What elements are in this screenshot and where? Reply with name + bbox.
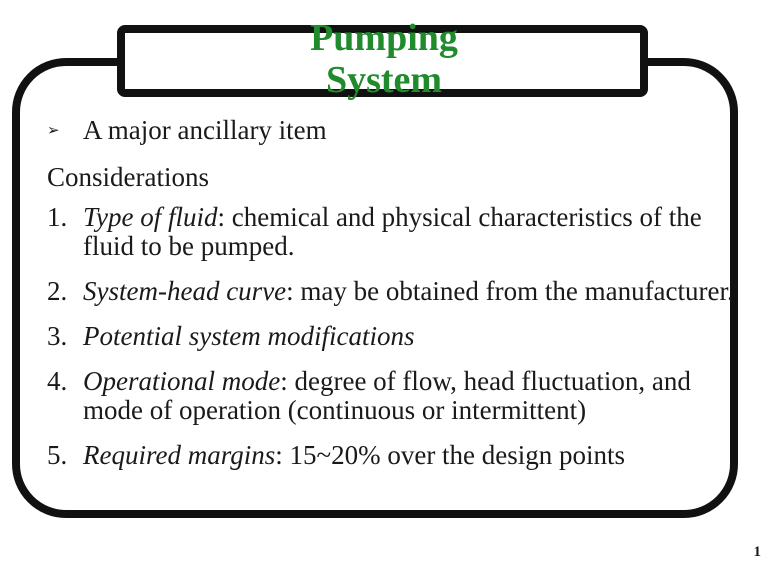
item-text: : degree of flow, head fluctuation, and … bbox=[83, 366, 691, 425]
list-item: 5. Required margins: 15~20% over the desi… bbox=[47, 441, 747, 470]
page-number: 1 bbox=[753, 544, 762, 560]
item-number: 1. bbox=[47, 202, 68, 232]
list-item: 4. Operational mode: degree of flow, head… bbox=[47, 367, 747, 425]
title-line-2: System bbox=[325, 59, 443, 101]
item-term: Required margins bbox=[83, 440, 276, 470]
bullet-item: ➢ A major ancillary item bbox=[47, 113, 327, 150]
list-item: 1. Type of fluid: chemical and physical c… bbox=[47, 203, 747, 261]
list-item: 3. Potential system modifications bbox=[47, 322, 747, 351]
bullet-text: A major ancillary item bbox=[83, 115, 327, 145]
item-number: 3. bbox=[47, 321, 68, 351]
considerations-label: Considerations bbox=[47, 162, 209, 192]
item-number: 2. bbox=[47, 276, 68, 306]
item-text: : 15~20% over the design points bbox=[275, 440, 626, 470]
item-text: : chemical and physical characteristics … bbox=[83, 202, 702, 261]
item-text: : may be obtained from the manufacturer. bbox=[286, 276, 734, 306]
item-term: Type of fluid bbox=[83, 202, 218, 232]
item-term: Operational mode bbox=[83, 366, 281, 396]
arrowhead-bullet-icon: ➢ bbox=[47, 120, 60, 139]
title-box bbox=[117, 25, 648, 97]
list-item: 2. System-head curve: may be obtained fro… bbox=[47, 277, 747, 306]
item-number: 4. bbox=[47, 366, 68, 396]
title-line-1: Pumping bbox=[310, 17, 458, 59]
item-number: 5. bbox=[47, 440, 68, 470]
item-term: System-head curve bbox=[83, 276, 287, 306]
item-term: Potential system modifications bbox=[83, 321, 415, 351]
considerations-list: 1. Type of fluid: chemical and physical c… bbox=[47, 203, 747, 486]
slide-title: Pumping System bbox=[0, 17, 768, 101]
